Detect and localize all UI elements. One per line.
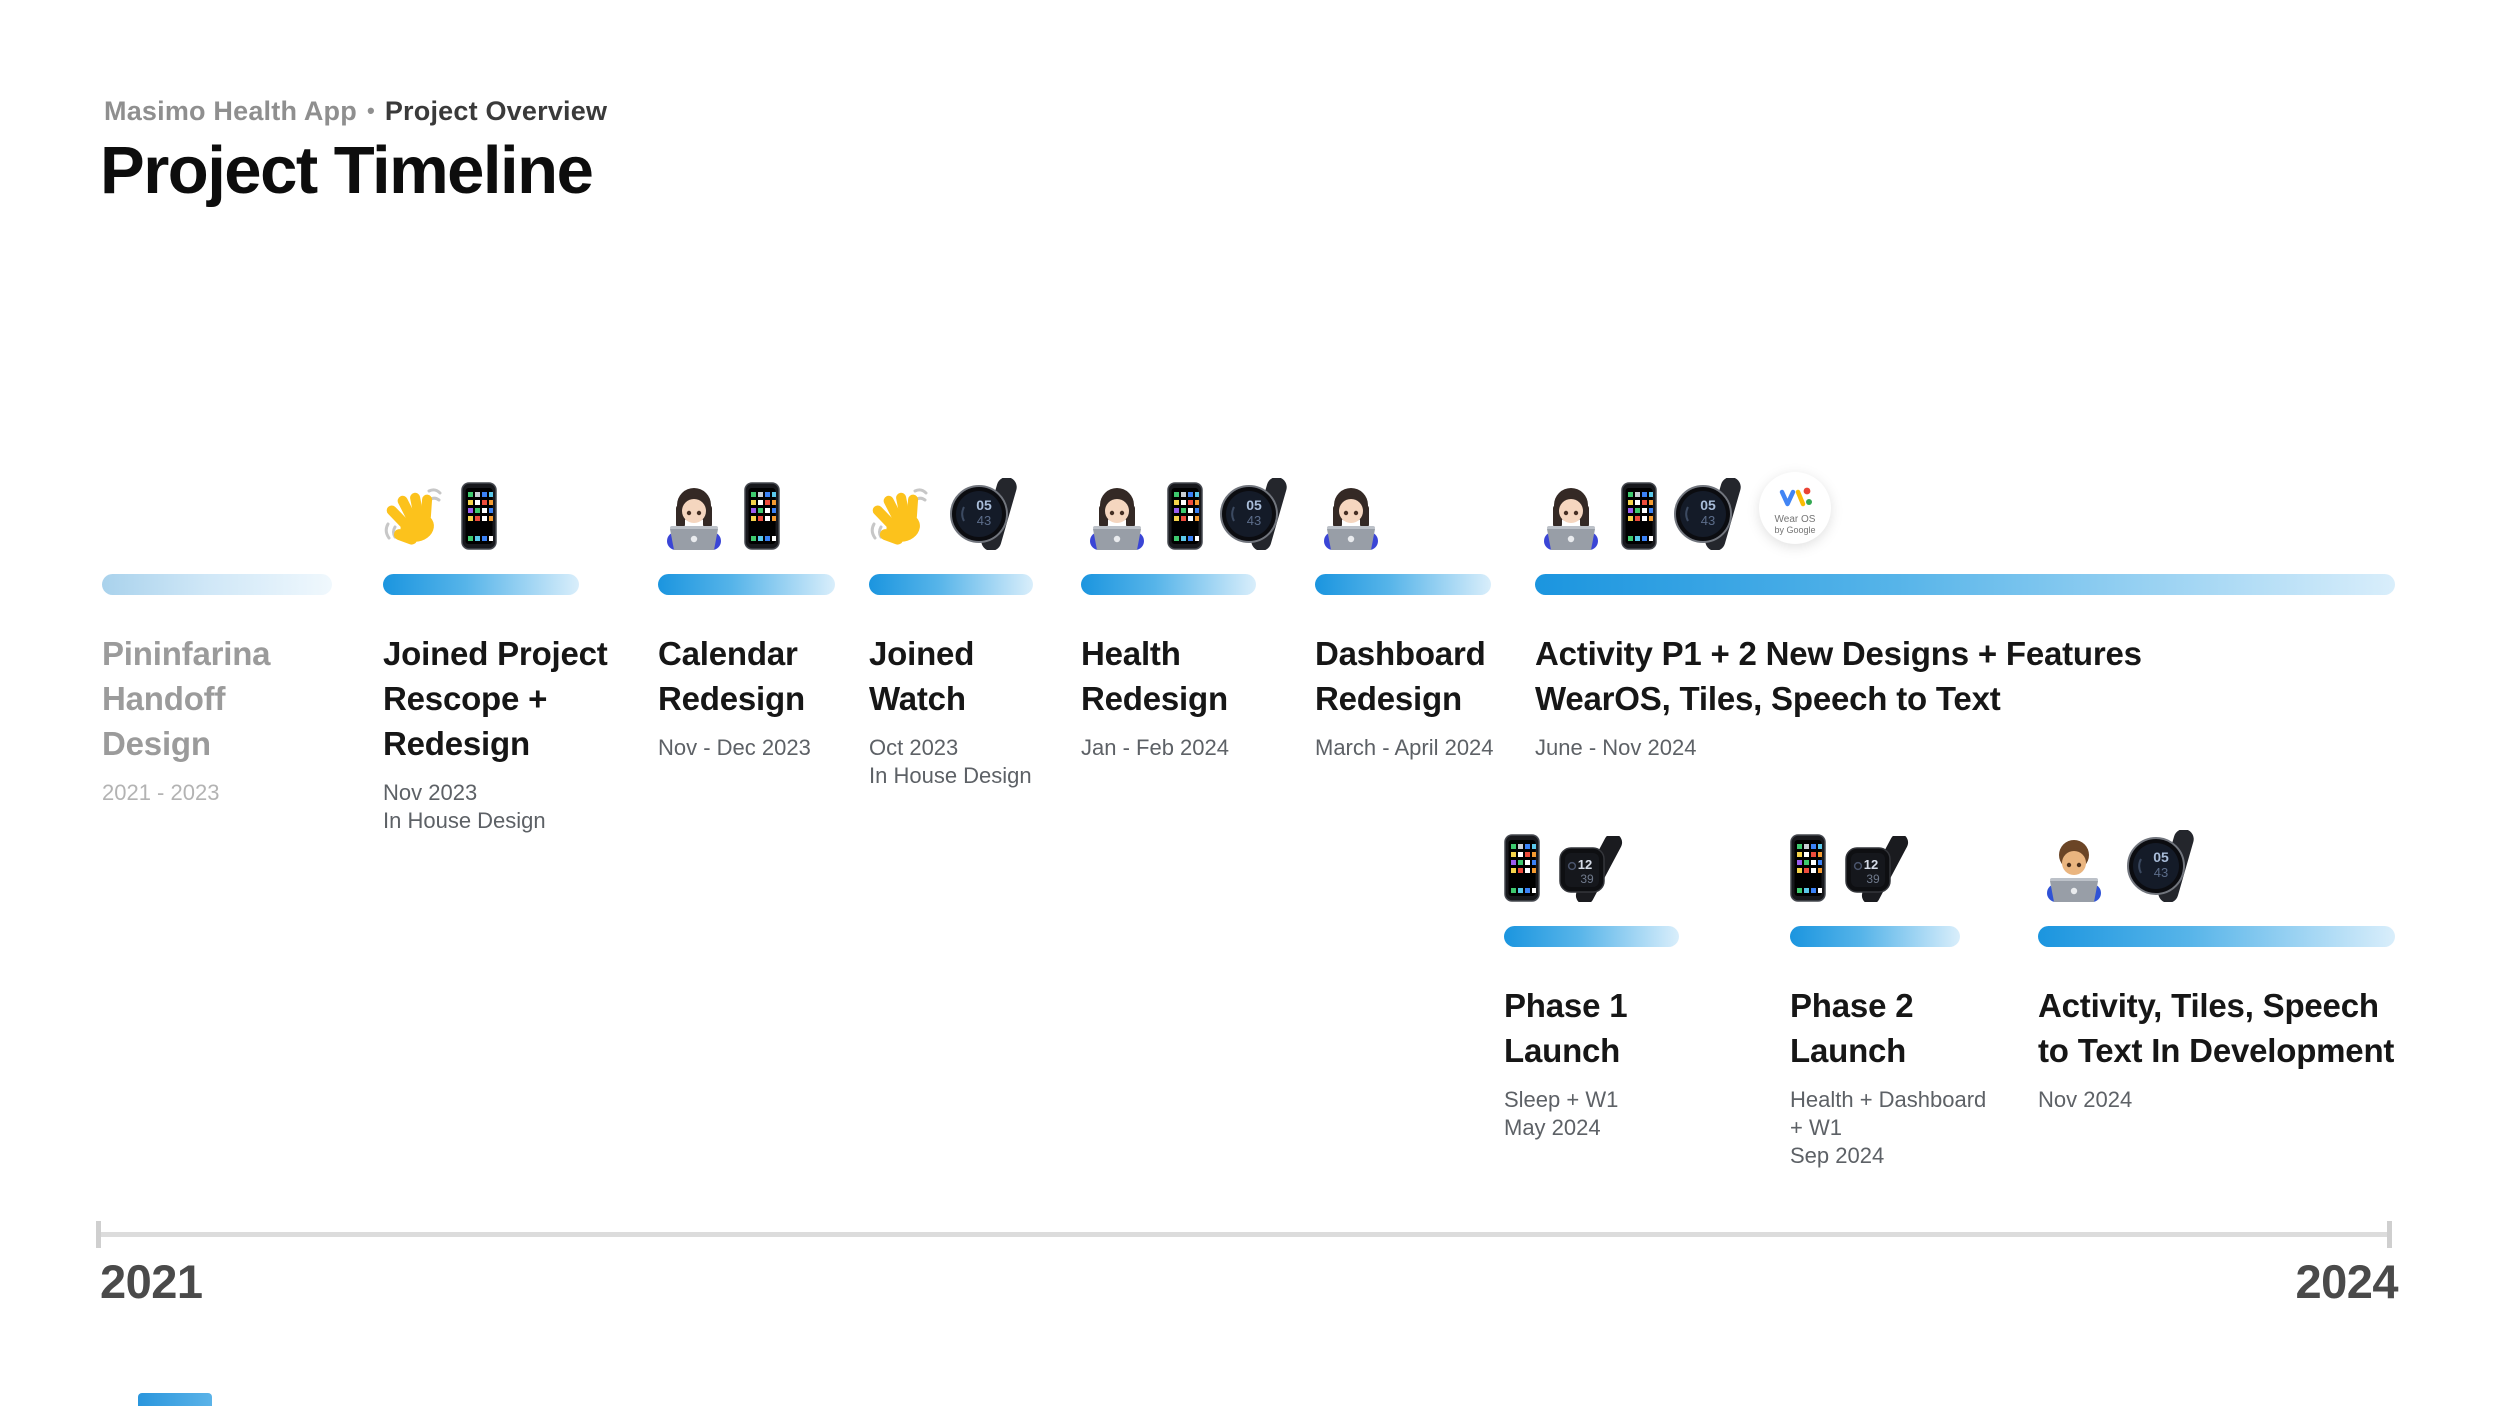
milestone-icons: [1504, 826, 1804, 902]
mobile-phone-icon: [744, 482, 780, 550]
woman-technologist-icon: [1081, 486, 1153, 550]
milestone-progress-bar: [869, 574, 1033, 595]
milestone-dates: Nov 2023 In House Design: [383, 780, 546, 833]
milestone-activity-tiles-speech-in-development: Activity, Tiles, Speech to Text In Devel…: [2038, 826, 2458, 1114]
milestone-progress-bar: [1504, 926, 1679, 947]
axis-start-label: 2021: [100, 1255, 203, 1308]
milestone-dates: 2021 - 2023: [102, 780, 220, 805]
svg-text:Wear OS: Wear OS: [1775, 514, 1816, 525]
axis-start-tick: [96, 1221, 101, 1248]
milestone-title: Health Redesign: [1081, 635, 1228, 717]
milestone-progress-bar: [383, 574, 579, 595]
mobile-phone-icon: [1167, 482, 1203, 550]
breadcrumb-product: Masimo Health App: [104, 96, 357, 126]
milestone-progress-bar: [658, 574, 835, 595]
milestone-progress-bar: [1535, 574, 2395, 595]
milestone-dates: Sleep + W1 May 2024: [1504, 1087, 1619, 1140]
milestone-progress-bar: [102, 574, 332, 595]
milestone-title: Calendar Redesign: [658, 635, 805, 717]
milestone-dashboard-redesign: Dashboard Redesign March - April 2024: [1315, 474, 1615, 762]
milestone-pininfarina-handoff-design: Pininfarina Handoff Design 2021 - 2023: [102, 474, 402, 807]
milestone-dates: Nov - Dec 2023: [658, 735, 811, 760]
milestone-icons: Wear OS by Google: [1535, 472, 2435, 550]
milestone-icons: [2038, 826, 2458, 902]
milestone-progress-bar: [2038, 926, 2395, 947]
woman-technologist-icon: [1315, 486, 1387, 550]
wear-os-badge-icon: Wear OS by Google: [1759, 472, 1831, 544]
milestone-dates: June - Nov 2024: [1535, 735, 1697, 760]
milestone-dates: Oct 2023 In House Design: [869, 735, 1032, 788]
man-technologist-icon: [2038, 838, 2110, 902]
bottom-accent-bar: [138, 1393, 212, 1406]
round-smartwatch-icon: [1217, 478, 1289, 550]
milestone-icons: [383, 474, 683, 550]
mobile-phone-icon: [1621, 482, 1657, 550]
milestone-dates: Health + Dashboard + W1 Sep 2024: [1790, 1087, 1987, 1168]
milestone-joined-project-rescope-redesign: Joined Project Rescope + Redesign Nov 20…: [383, 474, 683, 835]
milestone-title: Activity, Tiles, Speech to Text In Devel…: [2038, 987, 2395, 1069]
axis-end-label: 2024: [2295, 1255, 2398, 1308]
woman-technologist-icon: [658, 486, 730, 550]
breadcrumb: Masimo Health App • Project Overview: [104, 96, 607, 127]
mobile-phone-icon: [1504, 834, 1540, 902]
milestone-title: Phase 2 Launch: [1790, 987, 1914, 1069]
milestone-progress-bar: [1315, 574, 1491, 595]
square-smartwatch-icon: [1554, 836, 1626, 902]
round-smartwatch-icon: [1671, 478, 1743, 550]
milestone-activity-p1-new-designs: Wear OS by Google Activity P1 + 2 New De…: [1535, 472, 2435, 762]
milestone-title: Phase 1 Launch: [1504, 987, 1628, 1069]
square-smartwatch-icon: [1840, 836, 1912, 902]
breadcrumb-page: Project Overview: [384, 96, 608, 126]
round-smartwatch-icon: [947, 478, 1019, 550]
milestone-progress-bar: [1790, 926, 1960, 947]
woman-technologist-icon: [1535, 486, 1607, 550]
milestone-title: Pininfarina Handoff Design: [102, 635, 271, 762]
milestone-title: Activity P1 + 2 New Designs + Features W…: [1535, 635, 2142, 717]
milestone-progress-bar: [1081, 574, 1256, 595]
milestone-dates: March - April 2024: [1315, 735, 1494, 760]
breadcrumb-separator: •: [366, 98, 375, 123]
mobile-phone-icon: [1790, 834, 1826, 902]
milestone-phase-1-launch: Phase 1 Launch Sleep + W1 May 2024: [1504, 826, 1804, 1142]
round-smartwatch-icon: [2124, 830, 2196, 902]
milestone-phase-2-launch: Phase 2 Launch Health + Dashboard + W1 S…: [1790, 826, 2090, 1170]
milestone-title: Joined Project Rescope + Redesign: [383, 635, 608, 762]
waving-hand-icon: [383, 486, 447, 550]
milestone-dates: Jan - Feb 2024: [1081, 735, 1229, 760]
milestone-dates: Nov 2024: [2038, 1087, 2133, 1112]
milestone-health-redesign: Health Redesign Jan - Feb 2024: [1081, 474, 1381, 762]
milestone-title: Joined Watch: [869, 635, 975, 717]
milestone-joined-watch: Joined Watch Oct 2023 In House Design: [869, 474, 1169, 790]
timeline-axis: [96, 1232, 2392, 1237]
milestone-icons: [102, 474, 402, 550]
mobile-phone-icon: [461, 482, 497, 550]
waving-hand-icon: [869, 486, 933, 550]
page-title: Project Timeline: [100, 133, 594, 208]
axis-end-tick: [2387, 1221, 2392, 1248]
milestone-calendar-redesign: Calendar Redesign Nov - Dec 2023: [658, 474, 958, 762]
milestone-title: Dashboard Redesign: [1315, 635, 1486, 717]
svg-text:by Google: by Google: [1774, 525, 1815, 535]
